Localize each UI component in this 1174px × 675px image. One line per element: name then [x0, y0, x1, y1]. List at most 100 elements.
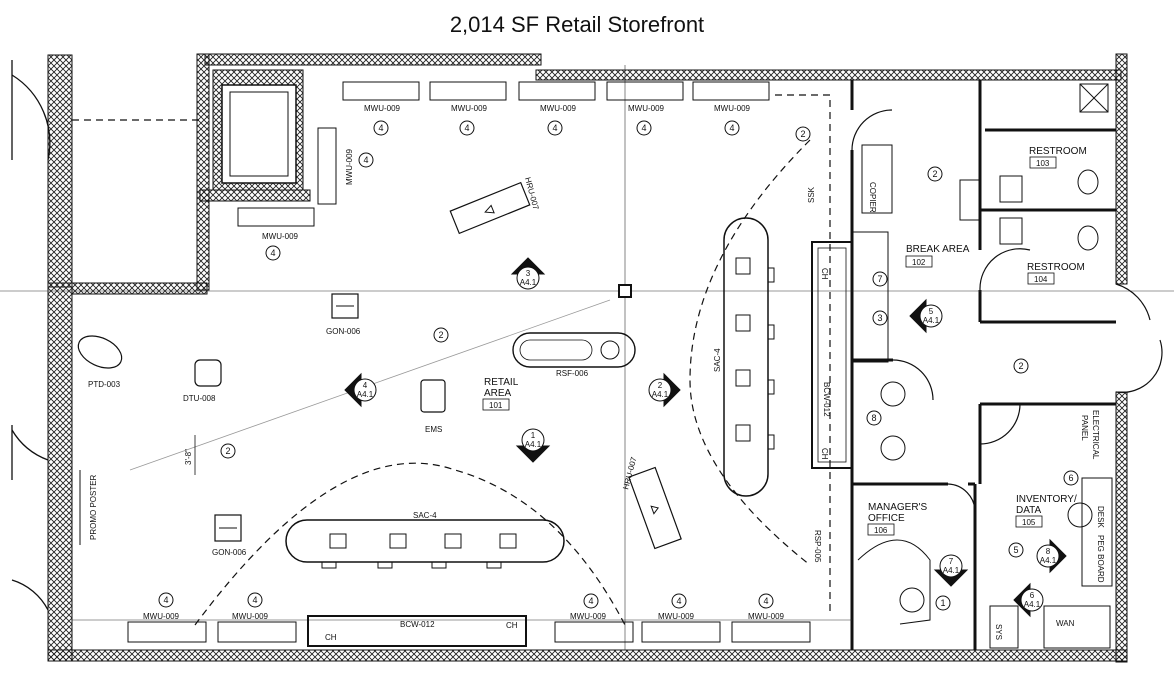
keynote-4d: 4 — [641, 123, 646, 133]
ems-label: EMS — [425, 425, 442, 434]
section-5-number: 5 — [929, 307, 934, 316]
keynote-circles — [158, 120, 1079, 611]
section-3-sheet: A4.1 — [520, 278, 537, 287]
hru-fixture-top — [449, 181, 531, 235]
room-retail-name-1: RETAIL — [484, 377, 519, 388]
copier-label: COPIER — [868, 182, 877, 213]
break-chairs — [880, 381, 906, 461]
room-restroom-b-number-box — [1027, 272, 1055, 285]
keynote-4k: 4 — [676, 596, 681, 606]
section-2-number: 2 — [658, 381, 663, 390]
keynote-2a: 2 — [800, 129, 805, 139]
room-inventory-name-2: DATA — [1016, 505, 1042, 516]
section-8-sheet: A4.1 — [1040, 556, 1057, 565]
section-6-number: 6 — [1030, 591, 1035, 600]
mwu-label-8: MWU-009 — [143, 612, 180, 621]
sac-label-horizontal: SAC-4 — [413, 511, 437, 520]
keynote-2e: 2 — [1018, 361, 1023, 371]
section-7-number: 7 — [949, 557, 954, 566]
dtu-fixture — [194, 359, 222, 387]
section-markers — [344, 257, 1067, 618]
room-retail-number: 101 — [489, 401, 503, 410]
ch-label-2: CH — [506, 621, 518, 630]
gon-label-top: GON-006 — [326, 327, 361, 336]
room-manager-name-2: OFFICE — [868, 513, 905, 524]
keynote-4c: 4 — [552, 123, 557, 133]
promo-label: PROMO POSTER — [89, 474, 98, 540]
mwu-label-5: MWU-009 — [714, 104, 751, 113]
keynote-4f: 4 — [363, 155, 368, 165]
mwu-label-12: MWU-009 — [748, 612, 785, 621]
bcw-label-bottom: BCW-012 — [400, 620, 435, 629]
page-title: 2,014 SF Retail Storefront — [449, 12, 705, 37]
manager-chair — [899, 587, 925, 613]
mwu-label-10: MWU-009 — [570, 612, 607, 621]
break-cabinet — [959, 179, 981, 221]
ptd-fixture — [77, 335, 123, 369]
section-1-number: 1 — [531, 431, 536, 440]
mwu-label-4: MWU-009 — [628, 104, 665, 113]
mwu-label-1: MWU-009 — [364, 104, 401, 113]
copier — [861, 144, 893, 214]
manager-desk — [857, 539, 931, 625]
interior-doors — [851, 109, 1163, 513]
keynote-4e: 4 — [729, 123, 734, 133]
room-retail-name-2: AREA — [484, 388, 512, 399]
gon-fixture-top — [331, 293, 359, 319]
room-manager-name-1: MANAGER'S — [868, 502, 927, 513]
keynote-4a: 4 — [378, 123, 383, 133]
section-4-number: 4 — [363, 381, 368, 390]
inventory-chair — [1067, 502, 1093, 528]
keynote-4i: 4 — [252, 595, 257, 605]
ems-fixture — [420, 379, 446, 413]
inventory-desk — [1081, 477, 1113, 587]
keynote-4h: 4 — [163, 595, 168, 605]
keynote-2c: 2 — [225, 446, 230, 456]
section-1-sheet: A4.1 — [525, 440, 542, 449]
keynote-8a: 8 — [871, 413, 876, 423]
section-3-number: 3 — [526, 269, 531, 278]
room-break-number: 102 — [912, 258, 926, 267]
dtu-label: DTU-008 — [183, 394, 216, 403]
rsf-inner — [519, 339, 593, 361]
keynote-numbers: 4 4 4 4 4 4 4 2 2 2 4 4 4 4 4 2 7 3 8 2 … — [163, 123, 1073, 608]
gon-label-bottom: GON-006 — [212, 548, 247, 557]
keynote-2d: 2 — [932, 169, 937, 179]
rsf-fixture — [512, 332, 636, 368]
sac-counter-vertical — [723, 217, 769, 497]
hru-label-bottom: HRU-007 — [621, 455, 638, 490]
storefront-doors — [11, 60, 51, 611]
rsf-label: RSF-006 — [556, 369, 589, 378]
room-break-number-box — [905, 255, 933, 268]
room-inventory-name-1: INVENTORY/ — [1016, 494, 1077, 505]
keynote-4l: 4 — [763, 596, 768, 606]
break-counter — [851, 231, 889, 363]
electrical-label-2: PANEL — [1080, 415, 1089, 441]
keynote-7a: 7 — [877, 274, 882, 284]
wan-cabinet — [1043, 605, 1111, 649]
peg-board-label: PEG BOARD — [1096, 535, 1105, 583]
sac-label-vertical: SAC-4 — [713, 348, 722, 372]
ch-label-1: CH — [325, 633, 337, 642]
display-arcs — [72, 94, 831, 626]
bcw-counter-inner — [817, 247, 847, 463]
room-restroom-a-number-box — [1029, 156, 1057, 169]
room-manager-number: 106 — [874, 526, 888, 535]
mwu-label-2: MWU-009 — [451, 104, 488, 113]
electrical-label-1: ELECTRICAL — [1091, 410, 1100, 460]
keynote-4b: 4 — [464, 123, 469, 133]
mwu-label-3: MWU-009 — [540, 104, 577, 113]
ch-label-3: CH — [820, 268, 829, 280]
keynote-4g: 4 — [270, 248, 275, 258]
section-2-sheet: A4.1 — [652, 390, 669, 399]
rsf-display — [600, 340, 620, 360]
ch-label-4: CH — [820, 448, 829, 460]
section-4-sheet: A4.1 — [357, 390, 374, 399]
elevator-box — [221, 84, 297, 184]
room-retail-number-box — [482, 398, 510, 411]
rsp-label: RSP-005 — [813, 530, 822, 563]
section-5-sheet: A4.1 — [923, 316, 940, 325]
section-8-number: 8 — [1046, 547, 1051, 556]
elevator-inner — [229, 91, 289, 177]
section-6-sheet: A4.1 — [1024, 600, 1041, 609]
